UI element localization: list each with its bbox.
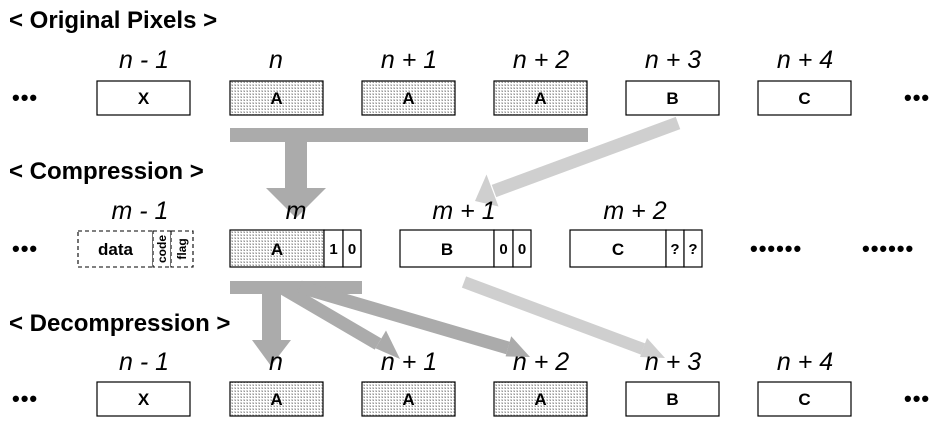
pixel-box-shaded	[229, 381, 324, 417]
pixel-cell: X	[96, 381, 191, 417]
pixel-box-shaded	[361, 80, 456, 116]
pixel-value: B	[666, 390, 678, 409]
compressed-value: A	[271, 240, 283, 259]
legend-data-box	[77, 230, 154, 268]
compressed-flag-box	[342, 229, 362, 268]
pixel-box-shaded	[361, 381, 456, 417]
pixel-box-shaded	[229, 80, 324, 116]
pixel-index-label: n - 1	[119, 46, 169, 74]
pixel-index-label: n	[269, 46, 283, 74]
legend-data-label: data	[98, 240, 134, 259]
compressed-data-box-shaded	[229, 229, 325, 268]
ellipsis-left: •••	[12, 236, 38, 261]
pixel-index-label: n + 4	[777, 348, 833, 376]
compressed-cell: B 0 0	[399, 229, 532, 268]
compressed-flag: 0	[518, 241, 526, 258]
pixel-cell: B	[625, 381, 720, 417]
compressed-index-label: m + 2	[603, 197, 666, 225]
pixel-cell: B	[625, 80, 720, 116]
pixel-box-shaded	[493, 381, 588, 417]
compressed-cell: C ? ?	[569, 229, 703, 268]
compressed-flag: ?	[688, 241, 697, 258]
section-title-original: < Original Pixels >	[9, 7, 217, 34]
compressed-code: ?	[670, 241, 679, 258]
pixel-box	[96, 381, 191, 417]
pixel-cell: A	[361, 80, 456, 116]
decompression-arrow-n-plus-2	[298, 280, 530, 357]
pixel-cell: A	[361, 381, 456, 417]
compressed-format-legend: data code flag	[77, 230, 194, 268]
pixel-index-label: n + 2	[513, 348, 569, 376]
pixel-value: A	[270, 89, 282, 108]
pixel-value: C	[798, 89, 810, 108]
compressed-cell: A 1 0	[229, 229, 362, 268]
pixel-value: X	[138, 390, 150, 409]
pixel-box-shaded	[493, 80, 588, 116]
section-title-compression: < Compression >	[9, 158, 204, 185]
literal-compression-arrow	[475, 116, 681, 207]
pixel-index-label: n + 1	[381, 46, 437, 74]
ellipsis-left: •••	[12, 85, 38, 110]
pixel-index-label: n + 3	[645, 348, 701, 376]
compressed-code: 0	[499, 241, 507, 258]
compressed-value: C	[612, 240, 624, 259]
pixel-value: A	[270, 390, 282, 409]
pixel-index-label: n + 3	[645, 46, 701, 74]
legend-flag-box	[170, 230, 194, 268]
pixel-cell: C	[757, 381, 852, 417]
compressed-index-label: m + 1	[432, 197, 495, 225]
pixel-cell: A	[229, 80, 324, 116]
ellipsis-right: •••	[904, 386, 930, 411]
decompressed-pixel-row: n - 1 n n + 1 n + 2 n + 3 n + 4 ••• X A …	[12, 348, 930, 417]
ellipsis-right: ••••••	[862, 236, 914, 261]
compressed-flag: 0	[348, 241, 356, 258]
pixel-value: B	[666, 89, 678, 108]
decompression-arrow-n-plus-1	[280, 283, 400, 359]
pixel-box	[757, 381, 852, 417]
pixel-cell: A	[493, 80, 588, 116]
pixel-value: A	[402, 89, 414, 108]
pixel-box	[625, 381, 720, 417]
pixel-value: A	[534, 89, 546, 108]
legend-flag-label: flag	[175, 238, 189, 259]
pixel-cell: C	[757, 80, 852, 116]
pixel-box	[625, 80, 720, 116]
pixel-index-label: n + 2	[513, 46, 569, 74]
compressed-value: B	[441, 240, 453, 259]
pixel-cell: X	[96, 80, 191, 116]
pixel-box	[757, 80, 852, 116]
legend-code-label: code	[155, 235, 169, 263]
ellipsis-right: •••	[904, 85, 930, 110]
pixel-value: A	[402, 390, 414, 409]
compressed-code: 1	[329, 241, 337, 258]
arrows	[230, 116, 681, 366]
original-pixel-row: n - 1 n n + 1 n + 2 n + 3 n + 4 ••• X A …	[12, 46, 930, 116]
compressed-row: m - 1 m m + 1 m + 2 ••• data code flag A…	[12, 197, 914, 268]
pixel-value: C	[798, 390, 810, 409]
pixel-index-label: n + 4	[777, 46, 833, 74]
pixel-cell: A	[229, 381, 324, 417]
pixel-value: A	[534, 390, 546, 409]
literal-decompression-arrow	[461, 276, 665, 358]
compressed-data-box	[569, 229, 667, 268]
compressed-index-label: m	[286, 197, 307, 225]
compressed-flag-box	[683, 229, 703, 268]
pixel-cell: A	[493, 381, 588, 417]
section-title-decompression: < Decompression >	[9, 310, 230, 337]
pixel-index-label: n - 1	[119, 348, 169, 376]
pixel-index-label: n	[269, 348, 283, 376]
run-compression-arrow	[230, 128, 588, 218]
pixel-box	[96, 80, 191, 116]
compressed-index-label: m - 1	[112, 197, 169, 225]
compressed-flag-box	[512, 229, 532, 268]
pixel-index-label: n + 1	[381, 348, 437, 376]
compressed-data-box	[399, 229, 495, 268]
ellipsis-middle: ••••••	[750, 236, 802, 261]
ellipsis-left: •••	[12, 386, 38, 411]
pixel-value: X	[138, 89, 150, 108]
